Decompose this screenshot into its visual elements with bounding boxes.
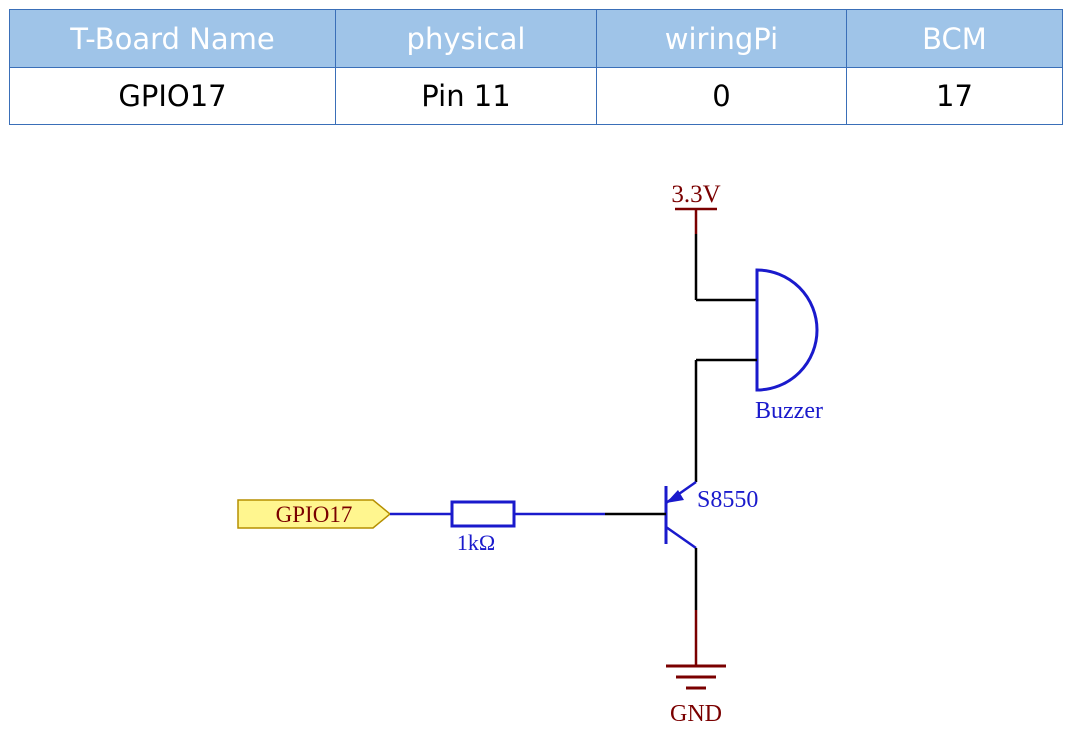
header-bcm: BCM — [846, 9, 1063, 68]
cell-bcm: 17 — [846, 67, 1063, 125]
buzzer-symbol: Buzzer — [755, 268, 823, 424]
power-symbol: 3.3V — [671, 181, 721, 234]
header-physical: physical — [335, 9, 597, 68]
power-label: 3.3V — [671, 181, 720, 208]
table-header-row: T-Board Name physical wiringPi BCM — [9, 9, 1063, 68]
transistor-label: S8550 — [697, 487, 758, 513]
header-tboard-name: T-Board Name — [9, 9, 336, 68]
cell-tboard-name: GPIO17 — [9, 67, 336, 125]
wire-power-to-buzzer — [694, 234, 757, 302]
pin-mapping-table: T-Board Name physical wiringPi BCM GPIO1… — [9, 9, 1063, 125]
gpio-port-label: GPIO17 — [276, 502, 353, 527]
cell-physical: Pin 11 — [335, 67, 597, 125]
wire-buzzer-to-transistor — [694, 358, 757, 482]
buzzer-label: Buzzer — [755, 398, 823, 424]
cell-wiringpi: 0 — [596, 67, 847, 125]
table-row: GPIO17 Pin 11 0 17 — [9, 67, 1063, 125]
ground-symbol: GND — [666, 664, 726, 727]
gpio-port: GPIO17 — [237, 499, 392, 529]
resistor-label: 1kΩ — [457, 530, 495, 555]
resistor-symbol: 1kΩ — [450, 500, 516, 555]
transistor-symbol: S8550 — [664, 480, 758, 550]
ground-label: GND — [670, 701, 722, 727]
